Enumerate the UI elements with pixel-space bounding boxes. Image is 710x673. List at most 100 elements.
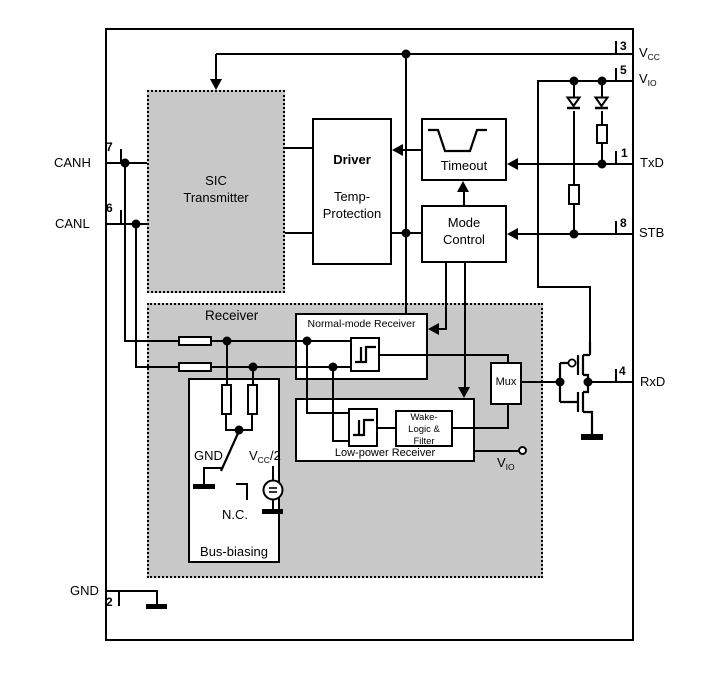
wire-sic-driver-top (285, 147, 312, 149)
pin-number-txd: 1 (621, 146, 628, 160)
wire-vio-rail (538, 80, 634, 82)
wake-logic-label-line2: Logic & (408, 424, 440, 435)
wire-vcc2-lead (272, 466, 274, 481)
driver-block (312, 118, 392, 265)
junction (302, 336, 312, 346)
wire-mc-to-nmr (445, 263, 447, 329)
wire-bias-gnd-contact (204, 467, 222, 469)
pin-label-vio-sub: IO (647, 78, 657, 88)
wire-canh-receiver-a (124, 340, 180, 342)
arrow-into-timeout-icon (507, 158, 518, 170)
wire-vcc-to-sic (215, 54, 217, 80)
pin-tick (120, 210, 122, 224)
pin-label-vio: VIO (639, 71, 657, 88)
wire-txd-pullup-c (601, 144, 603, 164)
arrow-into-nmr-icon (428, 323, 439, 335)
wire-nmr-lp-drop1 (306, 340, 308, 414)
wake-logic-label-line3: Filter (413, 436, 435, 447)
junction (120, 158, 130, 168)
resistor-canl-icon (178, 362, 212, 372)
arrow-into-modecontrol-icon (507, 228, 518, 240)
pin-label-rxd: RxD (640, 374, 666, 389)
wake-logic-label-line1: Wake- (410, 412, 438, 423)
wire-nmr-output (380, 354, 508, 356)
wire-canl-receiver-b (210, 366, 350, 368)
wire-hyst-wake (378, 427, 395, 429)
junction (597, 76, 607, 86)
wire-bias-res1-bottom (225, 414, 227, 431)
nc-label: N.C. (222, 507, 248, 522)
resistor-stb-pullup-icon (568, 184, 580, 205)
wire-stb-pullup-b (573, 111, 575, 184)
wire-sic-driver-bottom (285, 232, 312, 234)
pin-number-gnd: 2 (106, 595, 113, 609)
wire-bias-gnd-lead (203, 467, 205, 485)
pin-tick (615, 151, 617, 164)
wire-mux-output (522, 381, 561, 383)
wire-txd-pullup-b (601, 111, 603, 124)
wire-vio-terminal (475, 450, 519, 452)
arrow-into-sic-icon (210, 79, 222, 90)
timeout-block (421, 118, 507, 181)
wire-modecontrol-nmr (436, 328, 447, 330)
pin-number-stb: 8 (620, 216, 627, 230)
bias-vcc-half-base: V (249, 448, 258, 463)
wire-wake-mux (453, 427, 509, 429)
wire-canl-pin (105, 223, 147, 225)
pin-number-rxd: 4 (619, 364, 626, 378)
pin-label-vcc: VCC (639, 45, 660, 62)
pin-tick (615, 369, 617, 382)
receiver-region-label: Receiver (205, 308, 259, 323)
pin-label-vcc-sub: CC (647, 52, 660, 62)
driver-label-line3: Protection (322, 206, 382, 221)
pin-label-vio-base: V (639, 71, 648, 86)
driver-label: Driver (333, 152, 371, 167)
wire-lp-input-bottom (332, 440, 350, 442)
wire-vio-to-mosfet (589, 286, 591, 344)
wire-gnd-pin (105, 590, 158, 592)
resistor-bias1-icon (221, 384, 232, 415)
pin-number-vcc: 3 (620, 39, 627, 53)
pin-label-stb: STB (639, 225, 665, 240)
driver-label-line2: Temp- (333, 189, 371, 204)
pin-tick (120, 149, 122, 163)
wire-canh-receiver-b (210, 340, 350, 342)
wire-gnd-pin-drop (156, 590, 158, 605)
cmos-output-stage-icon (558, 342, 603, 440)
bias-switch-icon (219, 430, 241, 472)
junction (569, 76, 579, 86)
bus-biasing-label: Bus-biasing (200, 544, 268, 559)
junction (131, 219, 141, 229)
wire-vio-down (537, 80, 539, 288)
nc-contact-icon (236, 483, 248, 485)
ground-icon (193, 484, 215, 489)
wire-vcc-rail (216, 53, 634, 55)
pin-label-txd: TxD (640, 155, 664, 170)
wire-timeout-driver (401, 149, 421, 151)
wire-lp-input-top (306, 412, 350, 414)
resistor-canh-icon (178, 336, 212, 346)
arrow-into-driver-icon (392, 144, 403, 156)
pin-tick (118, 591, 120, 606)
timeout-waveform-icon (428, 128, 487, 153)
bias-vcc-half-suffix: /2 (269, 448, 281, 463)
wire-vio-branch (538, 286, 591, 288)
vio-terminal-sub: IO (505, 462, 515, 472)
wake-logic-block (395, 410, 453, 447)
wire-canl-drop (135, 223, 137, 368)
pin-tick (615, 68, 617, 81)
normal-mode-receiver-label: Normal-mode Receiver (307, 318, 416, 330)
ground-icon (262, 509, 283, 514)
junction (234, 425, 244, 435)
sic-label-line2: Transmitter (183, 190, 249, 205)
wire-stb-pullup-c (573, 205, 575, 235)
vio-terminal-base: V (497, 455, 506, 470)
nc-contact-lead (246, 483, 248, 500)
junction (401, 228, 411, 238)
wire-mc-to-timeout (463, 189, 465, 205)
wire-vcc-branch (405, 54, 407, 313)
arrow-into-lp-icon (458, 387, 470, 398)
ground-icon (146, 604, 167, 609)
wire-mc-to-lp (464, 263, 466, 392)
pin-number-vio: 5 (620, 63, 627, 77)
